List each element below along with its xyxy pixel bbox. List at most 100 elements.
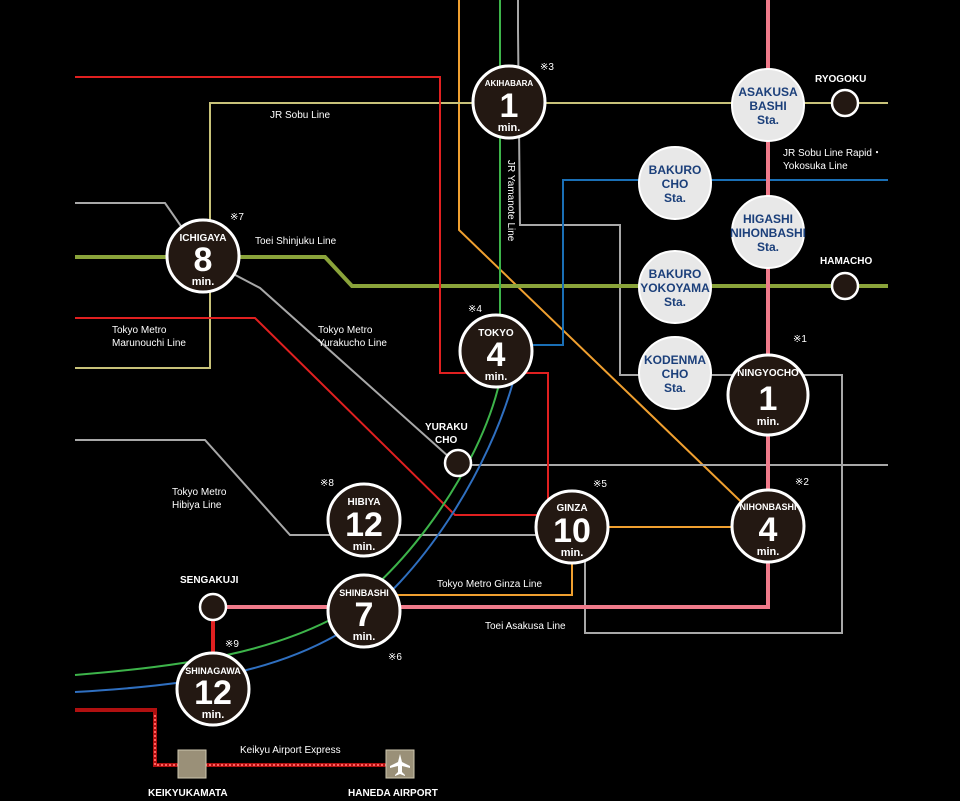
- note-hibiya: ※8: [320, 478, 334, 489]
- svg-text:CHO: CHO: [662, 177, 689, 191]
- svg-text:BAKURO: BAKURO: [649, 163, 702, 177]
- station-tokyo[interactable]: TOKYO 4 min.: [458, 313, 534, 389]
- label-sobu-rapid-1: JR Sobu Line Rapid・: [783, 148, 882, 159]
- station-kodenmacho[interactable]: KODENMA CHO Sta.: [638, 336, 712, 410]
- ryogoku-label: RYOGOKU: [815, 74, 866, 85]
- svg-text:7: 7: [355, 596, 374, 634]
- svg-text:min.: min.: [353, 541, 376, 553]
- svg-text:Sta.: Sta.: [757, 240, 779, 254]
- note-ichigaya: ※7: [230, 212, 244, 223]
- station-ichigaya[interactable]: ICHIGAYA 8 min.: [165, 218, 241, 294]
- station-square-icon[interactable]: [177, 749, 207, 779]
- line-marunouchi: [75, 76, 549, 520]
- label-keikyu: Keikyu Airport Express: [240, 745, 341, 756]
- station-asakusabashi[interactable]: ASAKUSA BASHI Sta.: [731, 68, 805, 142]
- station-higashinihonbashi[interactable]: HIGASHI NIHONBASHI Sta.: [730, 195, 806, 269]
- label-shinjuku: Toei Shinjuku Line: [255, 236, 337, 247]
- station-shinagawa[interactable]: SHINAGAWA 12 min.: [175, 651, 251, 727]
- label-hibiya-2: Hibiya Line: [172, 500, 222, 511]
- station-bakurocho[interactable]: BAKURO CHO Sta.: [638, 146, 712, 220]
- svg-text:BASHI: BASHI: [749, 99, 786, 113]
- label-sobu-rapid-2: Yokosuka Line: [783, 161, 848, 172]
- hamacho-label: HAMACHO: [820, 256, 872, 267]
- svg-text:HIBIYA: HIBIYA: [348, 497, 381, 508]
- line-marunouchi-2: [75, 317, 560, 516]
- note-tokyo: ※4: [468, 304, 482, 315]
- svg-text:AKIHABARA: AKIHABARA: [485, 79, 534, 88]
- svg-text:12: 12: [345, 506, 383, 544]
- svg-text:BAKURO: BAKURO: [649, 267, 702, 281]
- svg-text:NINGYOCHO: NINGYOCHO: [737, 368, 799, 379]
- line-ginza: [458, 0, 761, 521]
- svg-text:12: 12: [194, 674, 232, 712]
- station-hibiya[interactable]: HIBIYA 12 min.: [326, 482, 402, 558]
- svg-text:min.: min.: [498, 122, 521, 134]
- svg-text:ICHIGAYA: ICHIGAYA: [179, 233, 226, 244]
- label-ginza-line: Tokyo Metro Ginza Line: [437, 579, 542, 590]
- keikyukamata-label: KEIKYUKAMATA: [148, 788, 228, 799]
- svg-text:10: 10: [553, 512, 591, 550]
- svg-text:Sta.: Sta.: [664, 381, 686, 395]
- sengakuji-label: SENGAKUJI: [180, 575, 239, 586]
- line-hibiya-west: [75, 439, 560, 536]
- yurakucho-label-1: YURAKU: [425, 422, 468, 433]
- svg-text:Sta.: Sta.: [757, 113, 779, 127]
- yurakucho-label-2: CHO: [435, 435, 457, 446]
- station-yurakucho[interactable]: [443, 448, 473, 478]
- svg-text:Sta.: Sta.: [664, 295, 686, 309]
- station-bakuroyokoyama[interactable]: BAKURO YOKOYAMA Sta.: [638, 250, 712, 324]
- svg-text:4: 4: [487, 336, 506, 374]
- note-ginza: ※5: [593, 479, 607, 490]
- station-ningyocho[interactable]: NINGYOCHO 1 min.: [726, 353, 810, 437]
- label-asakusa-line: Toei Asakusa Line: [485, 621, 566, 632]
- note-nihonbashi: ※2: [795, 477, 809, 488]
- airplane-icon[interactable]: [385, 749, 415, 779]
- line-keikyu-dash: [154, 715, 400, 766]
- station-hamacho[interactable]: [830, 271, 860, 301]
- svg-text:NIHONBASHI: NIHONBASHI: [739, 502, 796, 512]
- svg-text:SHINAGAWA: SHINAGAWA: [185, 666, 241, 676]
- station-ginza[interactable]: GINZA 10 min.: [534, 489, 610, 565]
- svg-text:min.: min.: [757, 416, 780, 428]
- svg-text:min.: min.: [192, 276, 215, 288]
- station-akihabara[interactable]: AKIHABARA 1 min.: [471, 64, 547, 140]
- haneda-label: HANEDA AIRPORT: [348, 788, 438, 799]
- note-ningyocho: ※1: [793, 334, 807, 345]
- svg-text:min.: min.: [561, 547, 584, 559]
- label-yamanote: JR Yamanote Line: [505, 160, 516, 242]
- label-hibiya-1: Tokyo Metro: [172, 487, 227, 498]
- station-sengakuji[interactable]: [198, 592, 228, 622]
- svg-text:YOKOYAMA: YOKOYAMA: [640, 281, 710, 295]
- station-nihonbashi[interactable]: NIHONBASHI 4 min.: [730, 488, 806, 564]
- label-yurakucho-2: Yurakucho Line: [318, 338, 387, 349]
- label-jr-sobu: JR Sobu Line: [270, 110, 330, 121]
- note-shinbashi: ※6: [388, 652, 402, 663]
- svg-text:1: 1: [759, 380, 778, 418]
- svg-text:SHINBASHI: SHINBASHI: [339, 588, 389, 598]
- line-keikyu: [75, 708, 400, 767]
- svg-text:min.: min.: [202, 709, 225, 721]
- svg-text:CHO: CHO: [662, 367, 689, 381]
- note-shinagawa: ※9: [225, 639, 239, 650]
- svg-text:HIGASHI: HIGASHI: [743, 212, 793, 226]
- note-akihabara: ※3: [540, 62, 554, 73]
- svg-text:min.: min.: [757, 546, 780, 558]
- svg-text:Sta.: Sta.: [664, 191, 686, 205]
- station-ryogoku[interactable]: [830, 88, 860, 118]
- label-yurakucho-1: Tokyo Metro: [318, 325, 373, 336]
- svg-text:min.: min.: [353, 631, 376, 643]
- line-tozai: [520, 179, 888, 346]
- svg-text:GINZA: GINZA: [556, 503, 587, 514]
- svg-text:ASAKUSA: ASAKUSA: [738, 85, 798, 99]
- svg-text:min.: min.: [485, 371, 508, 383]
- svg-text:NIHONBASHI: NIHONBASHI: [730, 226, 806, 240]
- label-marunouchi-1: Tokyo Metro: [112, 325, 167, 336]
- svg-text:4: 4: [759, 511, 778, 549]
- station-shinbashi[interactable]: SHINBASHI 7 min.: [326, 573, 402, 649]
- svg-text:1: 1: [500, 87, 519, 125]
- label-marunouchi-2: Marunouchi Line: [112, 338, 186, 349]
- svg-text:KODENMA: KODENMA: [644, 353, 706, 367]
- svg-text:8: 8: [194, 241, 213, 279]
- svg-text:TOKYO: TOKYO: [478, 328, 514, 339]
